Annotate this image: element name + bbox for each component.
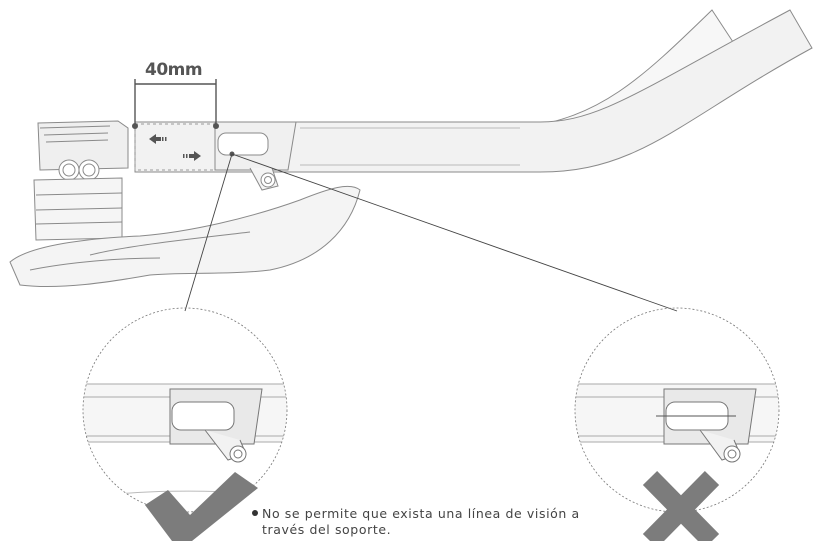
slide-direction-arrows <box>149 134 201 161</box>
arrow-right-icon <box>183 151 201 161</box>
cross-mark-icon <box>642 470 720 541</box>
dimension-label: 40mm <box>145 60 202 80</box>
dimension-40mm <box>132 79 219 129</box>
callout-lines <box>184 153 678 312</box>
note-line-2: través del soporte. <box>262 522 392 537</box>
arrow-left-icon <box>149 134 167 144</box>
note-line-1: No se permite que exista una línea de vi… <box>262 506 580 521</box>
detail-circle-correct <box>82 307 288 513</box>
note-text: No se permite que exista una línea de vi… <box>252 506 672 538</box>
detail-circle-incorrect <box>574 307 780 513</box>
check-mark-icon <box>145 472 258 541</box>
bracket-bar <box>134 9 813 191</box>
bullet-icon <box>252 510 258 516</box>
caliper-mount <box>9 120 361 288</box>
